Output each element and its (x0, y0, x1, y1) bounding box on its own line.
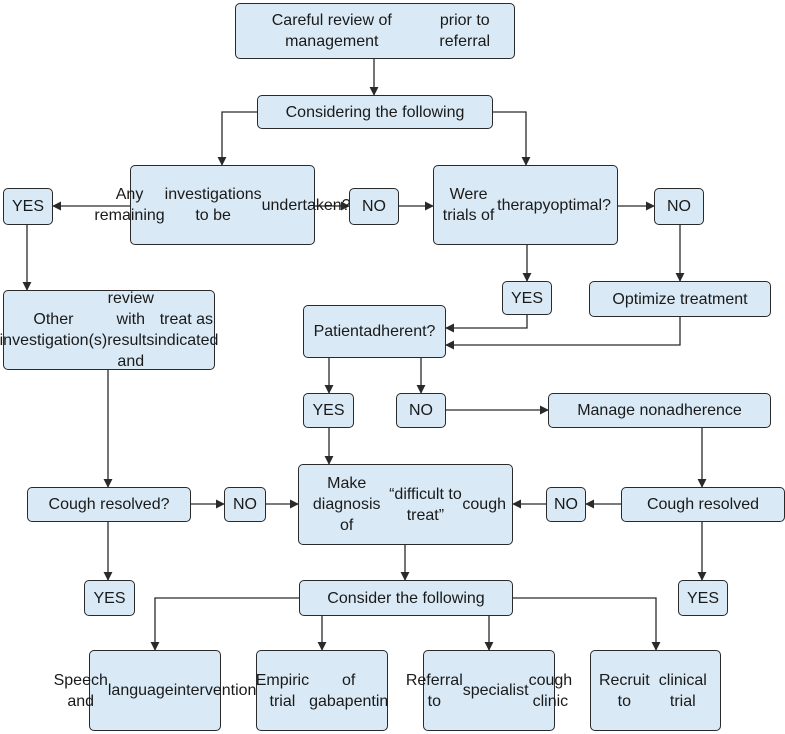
careful-review-box: Careful review of management prior to re… (235, 3, 515, 59)
specialist-clinic-line-2: specialist (462, 682, 529, 699)
patient-adherent-box: Patient adherent? (303, 305, 446, 358)
yes-investigations-box: YES (3, 188, 53, 225)
arrow-consider-to-speech (150, 597, 299, 651)
difficult-cough-box: Make diagnosis of “difficult to treat” c… (298, 464, 513, 545)
consider-following-box: Consider the following (299, 580, 513, 616)
other-investigations-line-1: Other investigation(s) (0, 311, 108, 349)
gabapentin-line-1: Empiric trial (255, 671, 310, 710)
optimize-treatment-box: Optimize treatment (589, 281, 771, 317)
no-left-box: NO (224, 487, 266, 522)
careful-review-line-1: Careful review of management (271, 12, 392, 50)
specialist-clinic-line-3: cough clinic (528, 671, 573, 710)
gabapentin-line-2: of gabapentin (309, 671, 389, 710)
yes-left-bottom-label: YES (93, 589, 126, 607)
speech-language-box: Speech and language intervention (54, 650, 256, 731)
remaining-investigations-line-3: undertaken? (261, 196, 351, 214)
trials-optimal-line-1: Were trials of (442, 186, 495, 224)
other-investigations-box: Other investigation(s) review with resul… (0, 290, 219, 370)
yes-adherent-label: YES (312, 402, 345, 419)
no-trials-label: NO (667, 198, 691, 215)
arrow-optimize-to-adherent (445, 317, 681, 350)
no-investigations-box: NO (349, 188, 399, 225)
speech-language-line-3: intervention (173, 682, 257, 699)
yes-adherent-box: YES (303, 393, 354, 428)
specialist-clinic-line-1: Referral to (405, 671, 463, 710)
manage-nonadherence-box: Manage nonadherence (548, 393, 771, 428)
trials-optimal-box: Were trials of therapy optimal? (433, 165, 618, 245)
specialist-clinic-box: Referral to specialist cough clinic (406, 650, 572, 731)
careful-review-line-2: prior to referral (439, 12, 491, 50)
difficult-cough-line-2: “difficult to treat” (389, 485, 462, 524)
yes-right-bottom-label: YES (686, 589, 719, 607)
cough-resolved-right-box: Cough resolved (621, 487, 785, 522)
patient-adherent-line-1: Patient (313, 323, 364, 340)
no-right-label: NO (554, 496, 578, 513)
arrow-considering-to-remaining (217, 111, 257, 166)
difficult-cough-line-1: Make diagnosis of (312, 475, 381, 534)
considering-label: Considering the following (285, 103, 465, 121)
speech-language-line-2: language (107, 682, 174, 699)
no-left-label: NO (233, 496, 257, 513)
no-trials-box: NO (654, 188, 704, 225)
no-adherent-box: NO (396, 393, 446, 428)
yes-left-bottom-box: YES (84, 580, 135, 616)
speech-language-line-1: Speech and (53, 671, 108, 710)
other-investigations-line-3: treat as indicated (154, 311, 219, 349)
optimize-treatment-label: Optimize treatment (612, 290, 748, 308)
yes-investigations-label: YES (11, 198, 44, 215)
clinical-trial-line-1: Recruit to (598, 671, 650, 710)
arrow-consider-to-trial (513, 597, 661, 651)
difficult-cough-line-3: cough (462, 496, 506, 513)
arrow-considering-to-trials (493, 111, 531, 166)
manage-nonadherence-label: Manage nonadherence (577, 402, 742, 419)
considering-box: Considering the following (257, 95, 493, 129)
trials-optimal-line-3: optimal? (550, 196, 611, 214)
remaining-investigations-box: Any remaining investigations to be under… (94, 165, 351, 245)
remaining-investigations-line-2: investigations to be (164, 186, 262, 224)
yes-trials-box: YES (502, 281, 552, 315)
arrow-yes-to-adherent (445, 315, 528, 333)
no-adherent-label: NO (409, 402, 433, 419)
cough-resolved-left-box: Cough resolved? (27, 487, 191, 522)
clinical-trial-box: Recruit to clinical trial (590, 650, 721, 731)
gabapentin-box: Empiric trial of gabapentin (256, 650, 388, 731)
remaining-investigations-line-1: Any remaining (94, 186, 165, 224)
other-investigations-line-2: review with results and (107, 290, 155, 370)
yes-right-bottom-box: YES (678, 580, 728, 616)
trials-optimal-line-2: therapy (497, 196, 551, 214)
cough-resolved-right-label: Cough resolved (646, 496, 760, 513)
no-investigations-label: NO (362, 198, 386, 215)
clinical-trial-line-2: clinical trial (658, 671, 707, 710)
consider-following-label: Consider the following (327, 589, 485, 607)
patient-adherent-line-2: adherent? (363, 323, 436, 340)
no-right-box: NO (546, 487, 586, 522)
yes-trials-label: YES (510, 289, 543, 307)
cough-resolved-left-label: Cough resolved? (48, 496, 170, 513)
